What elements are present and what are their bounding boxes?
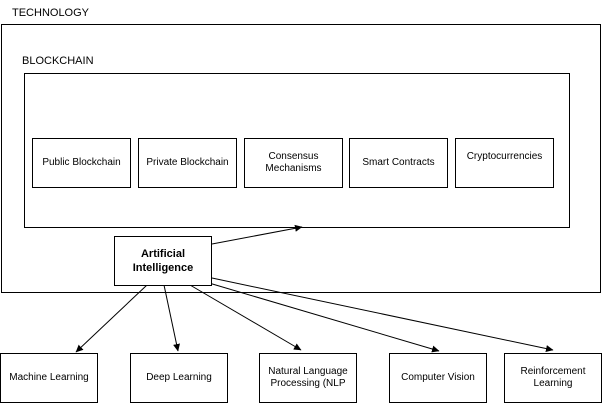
cryptocurrencies-label: Cryptocurrencies: [466, 151, 543, 162]
smart-contracts-node[interactable]: Smart Contracts: [349, 138, 448, 188]
artificial-intelligence-node[interactable]: Artificial Intelligence: [114, 236, 212, 286]
public-blockchain-label: Public Blockchain: [42, 157, 121, 168]
natural-language-processing-node[interactable]: Natural Language Processing (NLP: [259, 353, 357, 403]
edge-ai-to-computer-vision: [208, 282, 440, 353]
reinforcement-learning-label: Reinforcement Learning: [520, 366, 586, 389]
public-blockchain-node[interactable]: Public Blockchain: [32, 138, 131, 188]
consensus-mechanisms-node[interactable]: Consensus Mechanisms: [244, 138, 343, 188]
reinforcement-learning-node[interactable]: Reinforcement Learning: [504, 353, 602, 403]
computer-vision-node[interactable]: Computer Vision: [389, 353, 487, 403]
private-blockchain-node[interactable]: Private Blockchain: [138, 138, 237, 188]
cryptocurrencies-node[interactable]: Cryptocurrencies: [455, 138, 554, 188]
computer-vision-label: Computer Vision: [401, 372, 475, 383]
smart-contracts-label: Smart Contracts: [362, 157, 435, 168]
deep-learning-label: Deep Learning: [146, 372, 212, 383]
natural-language-processing-label: Natural Language Processing (NLP: [268, 366, 348, 389]
edge-ai-to-nlp: [189, 284, 302, 351]
blockchain-label: BLOCKCHAIN: [22, 55, 94, 67]
artificial-intelligence-label: Artificial Intelligence: [132, 248, 194, 274]
machine-learning-node[interactable]: Machine Learning: [0, 353, 98, 403]
consensus-mechanisms-label: Consensus Mechanisms: [265, 151, 322, 174]
private-blockchain-label: Private Blockchain: [146, 157, 229, 168]
machine-learning-label: Machine Learning: [9, 372, 89, 383]
deep-learning-node[interactable]: Deep Learning: [130, 353, 228, 403]
edge-ai-to-machine-learning: [75, 284, 148, 353]
edge-ai-to-deep-learning: [163, 284, 180, 352]
technology-label: TECHNOLOGY: [12, 7, 90, 19]
